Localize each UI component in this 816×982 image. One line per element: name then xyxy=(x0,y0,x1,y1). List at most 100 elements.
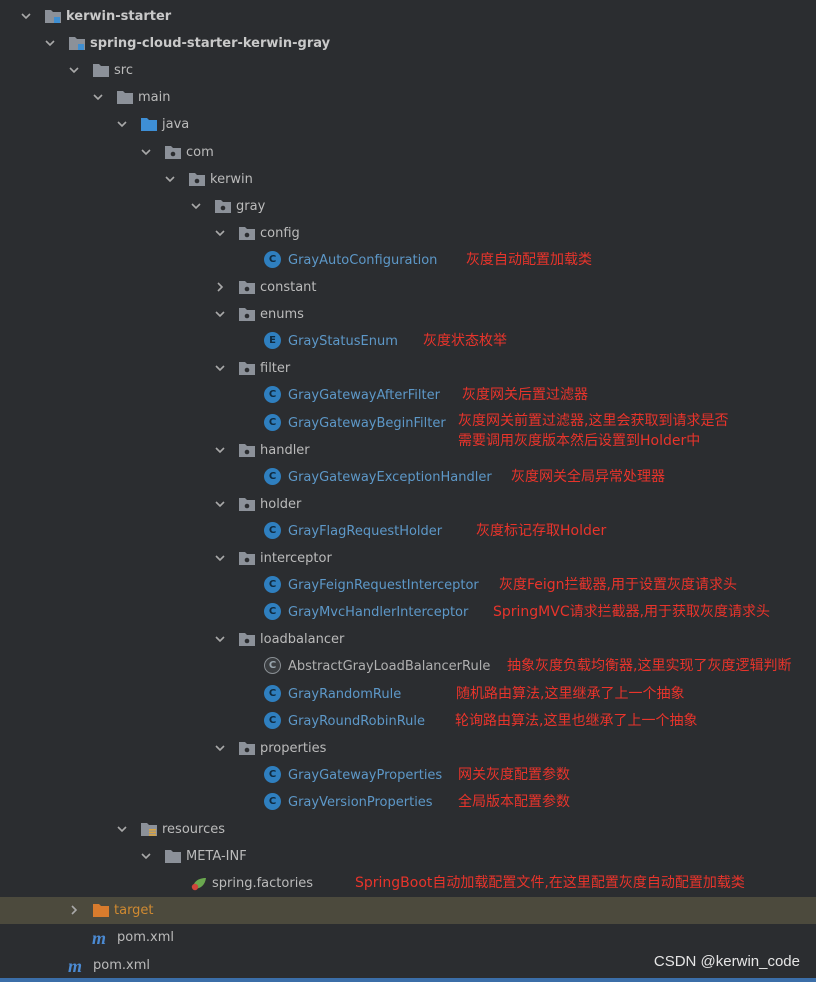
package-icon xyxy=(238,442,256,459)
tree-row-gray-mvc-handler-interceptor[interactable]: C GrayMvcHandlerInterceptor SpringMVC请求拦截器… xyxy=(0,599,816,626)
chevron-down-icon[interactable] xyxy=(115,111,129,138)
tree-row-root[interactable]: kerwin-starter xyxy=(0,3,816,30)
tree-label: resources xyxy=(162,822,226,837)
tree-label: META-INF xyxy=(186,849,247,865)
chevron-down-icon[interactable] xyxy=(213,220,227,247)
tree-row-holder[interactable]: holder xyxy=(0,491,816,518)
chevron-right-icon[interactable] xyxy=(67,897,81,924)
chevron-down-icon[interactable] xyxy=(213,735,227,762)
annotation-note: 灰度网关前置过滤器,这里会获取到请求是否需要调用灰度版本然后设置到Holder中 xyxy=(458,411,728,451)
tree-row-resources[interactable]: resources xyxy=(0,816,816,843)
chevron-down-icon[interactable] xyxy=(115,816,129,843)
module-folder-icon xyxy=(44,8,62,25)
package-icon xyxy=(238,360,256,377)
chevron-down-icon[interactable] xyxy=(139,843,153,870)
tree-row-interceptor[interactable]: interceptor xyxy=(0,545,816,572)
class-icon: C xyxy=(264,467,281,485)
svg-text:m: m xyxy=(68,957,82,974)
tree-label: GrayAutoConfiguration xyxy=(288,252,438,268)
tree-row-properties[interactable]: properties xyxy=(0,735,816,762)
excluded-folder-icon xyxy=(92,902,110,919)
chevron-down-icon[interactable] xyxy=(213,301,227,328)
tree-row-src[interactable]: src xyxy=(0,57,816,84)
tree-row-module[interactable]: spring-cloud-starter-kerwin-gray xyxy=(0,30,816,57)
chevron-down-icon[interactable] xyxy=(91,84,105,111)
tree-row-java[interactable]: java xyxy=(0,111,816,138)
chevron-down-icon[interactable] xyxy=(213,491,227,518)
annotation-note: 灰度网关全局异常处理器 xyxy=(511,468,665,485)
annotation-note: 灰度自动配置加载类 xyxy=(466,251,592,268)
tree-label: GrayMvcHandlerInterceptor xyxy=(288,605,469,621)
chevron-down-icon[interactable] xyxy=(213,437,227,464)
annotation-note: 灰度网关后置过滤器 xyxy=(462,387,588,404)
chevron-down-icon[interactable] xyxy=(213,545,227,572)
tree-row-root-pom[interactable]: m pom.xml xyxy=(0,952,816,979)
tree-row-constant[interactable]: constant xyxy=(0,274,816,301)
svg-text:m: m xyxy=(92,929,106,946)
annotation-note: 灰度Feign拦截器,用于设置灰度请求头 xyxy=(499,577,737,594)
folder-icon xyxy=(92,62,110,79)
annotation-note: SpringMVC请求拦截器,用于获取灰度请求头 xyxy=(493,604,771,621)
package-icon xyxy=(164,144,182,161)
chevron-down-icon[interactable] xyxy=(19,3,33,30)
chevron-down-icon[interactable] xyxy=(189,193,203,220)
tree-label: GrayStatusEnum xyxy=(288,334,398,350)
chevron-right-icon[interactable] xyxy=(213,274,227,301)
spring-icon xyxy=(190,875,208,892)
tree-row-filter[interactable]: filter xyxy=(0,355,816,382)
tree-row-enums[interactable]: enums xyxy=(0,301,816,328)
chevron-down-icon[interactable] xyxy=(213,626,227,653)
chevron-down-icon[interactable] xyxy=(67,57,81,84)
annotation-note: 随机路由算法,这里继承了上一个抽象 xyxy=(456,685,685,702)
tree-row-handler[interactable]: handler xyxy=(0,437,816,464)
chevron-down-icon[interactable] xyxy=(43,30,57,57)
tree-row-com[interactable]: com xyxy=(0,139,816,166)
chevron-down-icon[interactable] xyxy=(213,355,227,382)
chevron-down-icon[interactable] xyxy=(139,139,153,166)
tree-label: spring-cloud-starter-kerwin-gray xyxy=(90,36,331,52)
tree-label: src xyxy=(114,63,133,79)
class-icon: C xyxy=(264,765,281,783)
tree-label: kerwin xyxy=(210,171,253,187)
class-icon: C xyxy=(264,250,281,268)
tree-row-kerwin[interactable]: kerwin xyxy=(0,166,816,193)
tree-label: pom.xml xyxy=(93,957,150,973)
tree-row-gray-auto-configuration[interactable]: C GrayAutoConfiguration 灰度自动配置加载类 xyxy=(0,247,816,274)
annotation-note-line: 需要调用灰度版本然后设置到Holder中 xyxy=(458,432,701,449)
package-icon xyxy=(238,279,256,296)
source-folder-icon xyxy=(140,116,158,133)
tree-label: holder xyxy=(260,496,302,512)
tree-row-main[interactable]: main xyxy=(0,84,816,111)
tree-label: java xyxy=(162,117,190,133)
tree-label: kerwin-starter xyxy=(66,9,172,24)
annotation-note-line: 灰度网关前置过滤器,这里会获取到请求是否 xyxy=(458,412,729,429)
annotation-note: 网关灰度配置参数 xyxy=(458,766,570,783)
annotation-note: 全局版本配置参数 xyxy=(458,793,570,810)
package-icon xyxy=(238,631,256,648)
tree-label: filter xyxy=(260,361,291,377)
chevron-down-icon[interactable] xyxy=(163,166,177,193)
tree-label: spring.factories xyxy=(212,876,314,892)
tree-row-config[interactable]: config xyxy=(0,220,816,247)
tree-row-target[interactable]: target xyxy=(0,897,816,925)
abstract-class-icon: C xyxy=(264,657,281,675)
tree-label: enums xyxy=(260,307,304,323)
tree-row-gray[interactable]: gray xyxy=(0,193,816,220)
tree-row-loadbalancer[interactable]: loadbalancer xyxy=(0,626,816,653)
annotation-note: 灰度状态枚举 xyxy=(423,333,507,350)
tree-row-meta-inf[interactable]: META-INF xyxy=(0,843,816,870)
class-icon: C xyxy=(264,603,281,621)
